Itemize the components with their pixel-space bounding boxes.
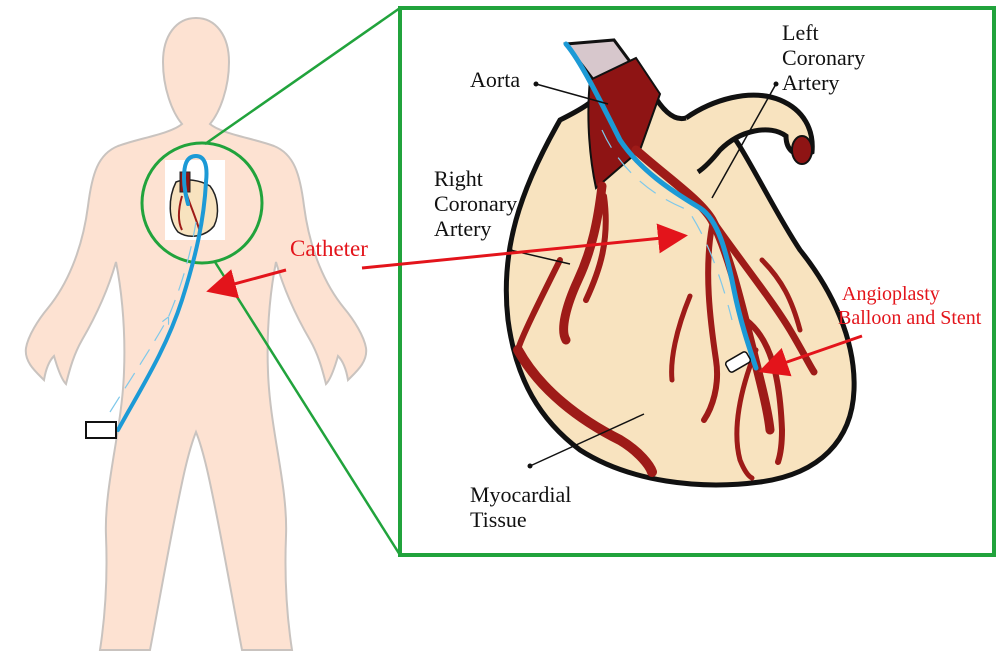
rectangle-icon <box>86 422 116 438</box>
label-balloon-line-2: Balloon and Stent <box>838 306 981 330</box>
label-myocardial-line-2: Tissue <box>470 507 571 532</box>
label-right-coronary-line-1: Right <box>434 166 517 191</box>
label-balloon-stent: Angioplasty Balloon and Stent <box>838 282 981 330</box>
body-silhouette <box>26 18 366 650</box>
label-left-coronary-artery: Left Coronary Artery <box>782 20 865 95</box>
label-right-coronary-line-3: Artery <box>434 216 517 241</box>
label-balloon-line-1: Angioplasty <box>838 282 981 306</box>
label-myocardial-tissue: Myocardial Tissue <box>470 482 571 532</box>
label-left-coronary-line-1: Left <box>782 20 865 45</box>
label-right-coronary-artery: Right Coronary Artery <box>434 166 517 241</box>
label-catheter: Catheter <box>290 236 368 261</box>
label-myocardial-line-1: Myocardial <box>470 482 571 507</box>
label-left-coronary-line-2: Coronary <box>782 45 865 70</box>
label-aorta: Aorta <box>470 67 520 92</box>
label-right-coronary-line-2: Coronary <box>434 191 517 216</box>
label-left-coronary-line-3: Artery <box>782 70 865 95</box>
zoom-line-top <box>205 8 400 144</box>
